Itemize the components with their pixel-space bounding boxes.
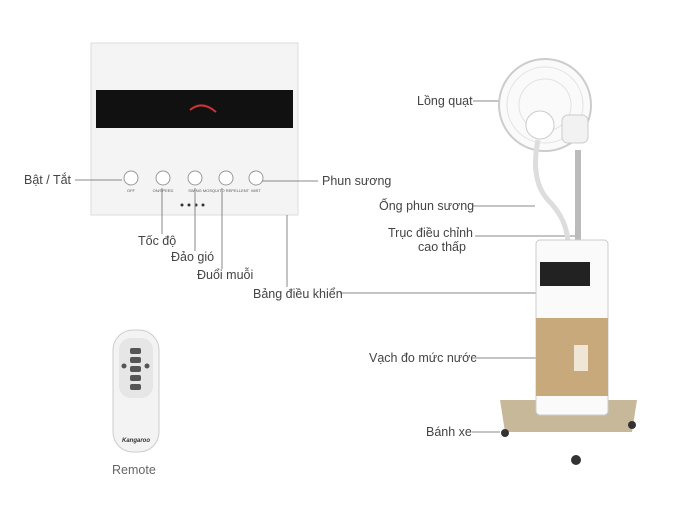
remote-control: Kangaroo (112, 329, 160, 453)
panel-button-label: MIST (251, 188, 261, 193)
panel-button (123, 170, 139, 186)
label-wheels: Bánh xe (426, 425, 472, 439)
panel-button (218, 170, 234, 186)
label-control-panel: Bảng điều khiển (253, 287, 343, 301)
label-height-shaft-1: Trục điều chỉnh (388, 226, 473, 240)
label-power: Bật / Tắt (24, 173, 72, 187)
label-mist: Phun sương (322, 174, 392, 188)
panel-button (155, 170, 171, 186)
panel-button (187, 170, 203, 186)
leader-lines (75, 100, 578, 433)
label-height-shaft-2: cao thấp (418, 240, 466, 254)
label-mosquito: Đuổi muỗi (197, 268, 254, 282)
label-fan-guard: Lồng quạt (417, 94, 473, 108)
svg-text:Kangaroo: Kangaroo (122, 438, 150, 444)
label-mist-tube: Ống phun sương (379, 199, 475, 213)
label-water-gauge: Vạch đo mức nước (369, 351, 477, 365)
display-screen (96, 90, 293, 128)
label-remote: Remote (112, 463, 156, 477)
panel-button-label: OFF (127, 188, 136, 193)
label-speed: Tốc độ (138, 234, 177, 248)
panel-button-label: MOSQUITO REPELLENT (203, 188, 250, 193)
misting-fan (498, 58, 637, 465)
panel-button-label: ON/SPEED (153, 188, 174, 193)
label-swing: Đảo gió (171, 250, 215, 264)
panel-button (248, 170, 264, 186)
